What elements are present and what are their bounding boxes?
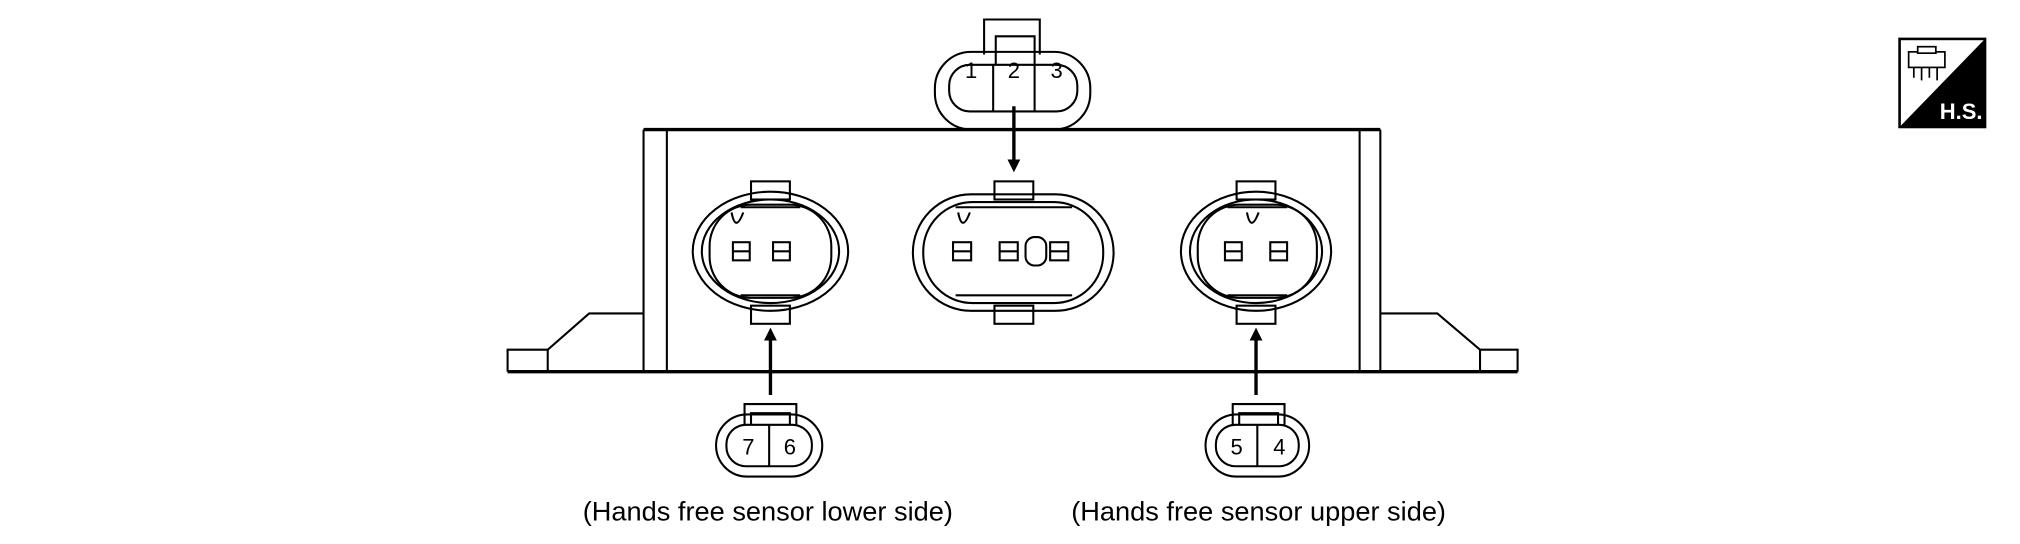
pin-7: 7 [742,435,754,460]
pin-6: 6 [784,435,796,460]
harness-side-badge: H.S. [1898,37,1987,129]
upper-side-label: (Hands free sensor upper side) [1071,496,1446,527]
pin-1: 1 [965,58,977,83]
upper-connector-face: 5 4 [1204,403,1311,478]
lower-connector-face: 7 6 [715,403,824,478]
pin-5: 5 [1230,435,1242,460]
lower-side-label: (Hands free sensor lower side) [583,496,953,527]
badge-text: H.S. [1940,99,1983,124]
pin-2: 2 [1008,58,1020,83]
unit-body [506,127,1519,374]
lower-sensor-socket [691,180,850,325]
pin-3: 3 [1050,58,1062,83]
harness-side-connector-icon [1907,45,1946,81]
center-socket [911,180,1115,325]
pin-4: 4 [1273,435,1285,460]
upper-sensor-socket [1179,180,1333,325]
